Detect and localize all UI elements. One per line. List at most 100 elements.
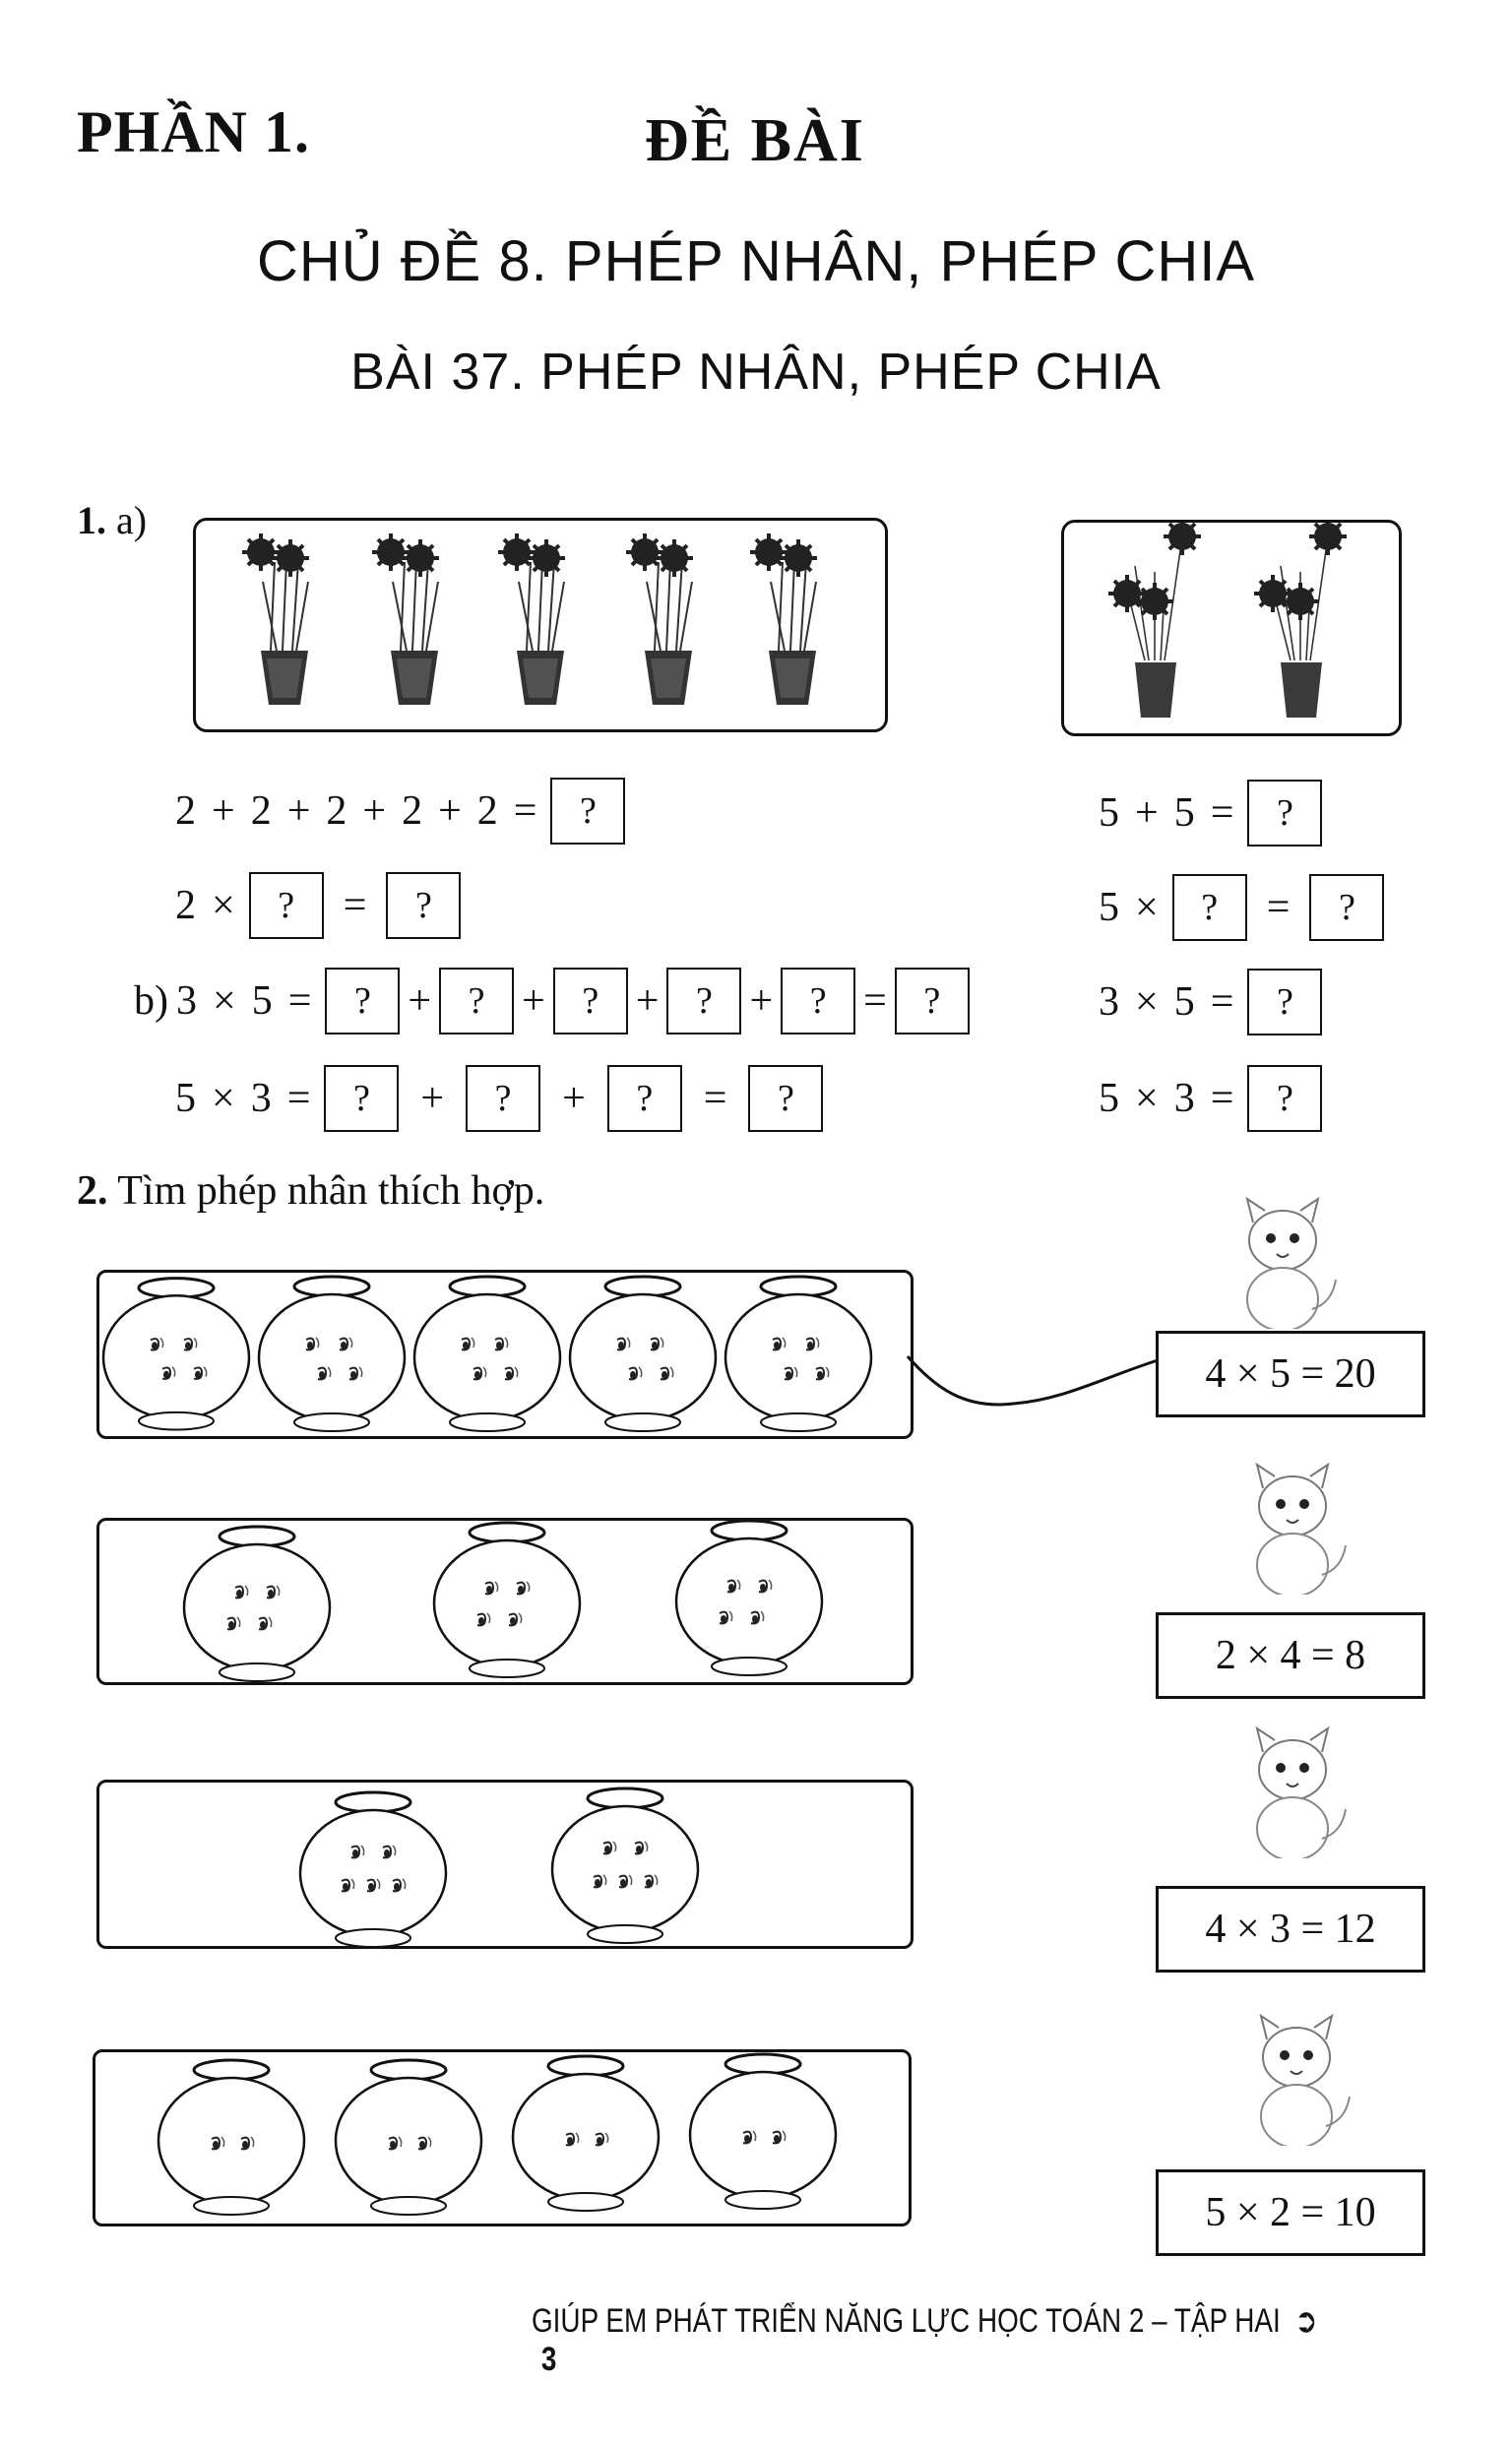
answer-blank[interactable]: ?	[325, 968, 401, 1034]
section-title: ĐỀ BÀI	[645, 107, 865, 174]
eq-term: 2	[175, 883, 196, 928]
eq-term: 5	[175, 1076, 196, 1121]
eq-term: 5	[1099, 885, 1119, 930]
kitten-icon	[1256, 1727, 1347, 1858]
answer-card-4[interactable]: 5 × 2 = 10	[1156, 2169, 1425, 2256]
eq-row-4-right: 5 × 3 = ?	[1091, 1065, 1328, 1132]
answer-text: 5 × 2 = 10	[1205, 2190, 1376, 2235]
eq-op: +	[362, 788, 387, 834]
answer-blank[interactable]: ?	[466, 1065, 541, 1132]
part-a-label: a)	[116, 498, 148, 542]
answer-card-2[interactable]: 2 × 4 = 8	[1156, 1612, 1425, 1699]
answer-blank[interactable]: ?	[748, 1065, 824, 1132]
flower-pots-frame-2	[1061, 520, 1402, 736]
part-b-label: b)	[134, 978, 168, 1024]
eq-op: =	[863, 978, 887, 1024]
eq-term: 2	[175, 788, 196, 834]
eq-term: 3	[1173, 1076, 1195, 1121]
eq-term: 5	[1099, 790, 1119, 836]
eq-op: +	[522, 978, 545, 1024]
eq-op: =	[513, 788, 537, 834]
answer-blank[interactable]: ?	[439, 968, 515, 1034]
eq-op: =	[286, 1076, 311, 1121]
eq-term: 2	[326, 788, 347, 834]
eq-op: ×	[212, 883, 235, 928]
eq-op: =	[343, 883, 367, 928]
flower-pots-image	[196, 521, 885, 729]
eq-term: 2	[250, 788, 272, 834]
eq-op: +	[420, 1076, 445, 1121]
answer-blank[interactable]: ?	[1247, 1065, 1323, 1132]
answer-blank[interactable]: ?	[248, 872, 324, 939]
eq-op: +	[438, 788, 462, 834]
answer-blank[interactable]: ?	[1247, 780, 1323, 846]
eq-term: 5	[251, 978, 273, 1024]
eq-row-3-right: 3 × 5 = ?	[1091, 969, 1328, 1035]
answer-blank[interactable]: ?	[1309, 874, 1385, 941]
eq-term: 5	[1173, 790, 1195, 836]
match-connector-line[interactable]	[906, 1339, 1162, 1417]
eq-op: +	[212, 788, 235, 834]
eq-op: =	[1210, 790, 1234, 836]
flower-pots-image	[1064, 523, 1399, 733]
fishbowls-image	[298, 1787, 700, 1946]
fishbowls-image	[182, 1521, 824, 1682]
answer-blank[interactable]: ?	[666, 968, 742, 1034]
answer-blank[interactable]: ?	[550, 778, 626, 845]
eq-op: +	[286, 788, 311, 834]
eq-op: =	[1266, 885, 1291, 930]
eq-row-2-right: 5 × ? = ?	[1091, 874, 1390, 941]
exercise-1-number: 1.	[77, 498, 106, 542]
exercise-2-instruction: Tìm phép nhân thích hợp.	[117, 1168, 545, 1214]
answer-card-1[interactable]: 4 × 5 = 20	[1156, 1331, 1425, 1417]
book-title: GIÚP EM PHÁT TRIỂN NĂNG LỰC HỌC TOÁN 2 –…	[532, 2302, 1281, 2340]
fishbowls-image	[101, 1275, 873, 1433]
eq-op: =	[1210, 1076, 1234, 1121]
eq-op: ×	[212, 1076, 235, 1121]
answer-card-3[interactable]: 4 × 3 = 12	[1156, 1886, 1425, 1973]
eq-op: ×	[213, 978, 236, 1024]
fishbowl-group-3	[96, 1780, 914, 1949]
eq-row-3-left: b) 3 × 5 = ? + ? + ? + ? + ? = ?	[126, 968, 976, 1034]
topic-title-text: CHỦ ĐỀ 8. PHÉP NHÂN, PHÉP CHIA	[256, 229, 1256, 293]
eq-term: 2	[476, 788, 498, 834]
lesson-title: BÀI 37. PHÉP NHÂN, PHÉP CHIA	[0, 343, 1512, 402]
eq-op: =	[1210, 979, 1234, 1025]
eq-term: 5	[1099, 1076, 1119, 1121]
eq-op: ×	[1135, 1076, 1159, 1121]
flower-pots-frame-5	[193, 518, 888, 732]
lesson-title-text: BÀI 37. PHÉP NHÂN, PHÉP CHIA	[350, 344, 1162, 401]
answer-blank[interactable]: ?	[386, 872, 462, 939]
answer-blank[interactable]: ?	[781, 968, 856, 1034]
eq-term: 5	[1173, 979, 1195, 1025]
answer-blank[interactable]: ?	[1171, 874, 1247, 941]
answer-blank[interactable]: ?	[894, 968, 970, 1034]
eq-op: ×	[1135, 885, 1159, 930]
answer-blank[interactable]: ?	[552, 968, 628, 1034]
page-number: 3	[540, 2341, 557, 2378]
exercise-2-label: 2. Tìm phép nhân thích hợp.	[77, 1167, 544, 1215]
kitten-icon	[1256, 1464, 1347, 1595]
page-footer: GIÚP EM PHÁT TRIỂN NĂNG LỰC HỌC TOÁN 2 –…	[532, 2301, 1336, 2379]
eq-row-2-left: 2 × ? = ?	[167, 872, 467, 939]
kitten-icon	[1260, 2015, 1351, 2146]
eq-term: 3	[176, 978, 197, 1024]
fishbowl-group-1	[96, 1270, 914, 1439]
answer-blank[interactable]: ?	[606, 1065, 682, 1132]
answer-blank[interactable]: ?	[324, 1065, 400, 1132]
answer-text: 4 × 5 = 20	[1205, 1351, 1376, 1397]
eq-op: ×	[1135, 979, 1159, 1025]
eq-term: 3	[250, 1076, 272, 1121]
answer-blank[interactable]: ?	[1247, 969, 1323, 1035]
kitten-icon	[1246, 1198, 1337, 1329]
eq-op: +	[562, 1076, 586, 1121]
arrow-icon: ➲	[1294, 2302, 1318, 2340]
eq-op: +	[635, 978, 660, 1024]
exercise-1-label: 1. a)	[77, 497, 147, 543]
eq-row-1-left: 2 + 2 + 2 + 2 + 2 = ?	[167, 778, 631, 845]
part-title: PHẦN 1.	[77, 99, 310, 164]
fishbowls-image	[157, 2052, 838, 2217]
eq-op: =	[703, 1076, 727, 1121]
fishbowl-group-4	[93, 2049, 912, 2226]
answer-text: 2 × 4 = 8	[1215, 1633, 1366, 1678]
